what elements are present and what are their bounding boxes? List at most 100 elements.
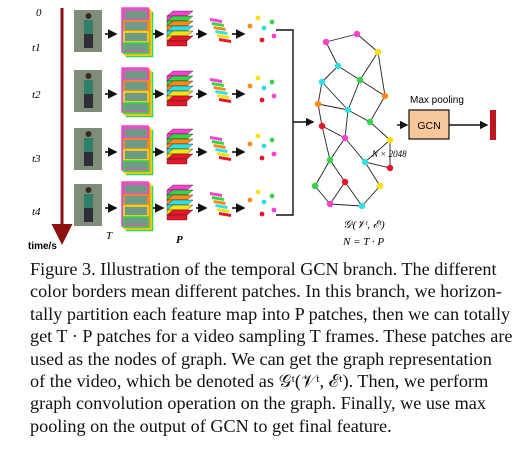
node-dot [271,33,277,39]
graph-edge [314,185,331,205]
caption-line-7: graph convolution operation on the graph… [30,393,486,414]
patch-strip [215,204,228,209]
node-dot [261,199,267,205]
feature-block-top [166,128,194,135]
node-dot [247,141,253,147]
frame-row-2 [74,67,277,118]
person-head [85,13,92,19]
node-dot [255,133,261,139]
feature-block [166,214,188,221]
patch-strip [217,208,230,213]
graph-node [318,78,326,86]
node-dot [269,19,275,25]
node-dot [247,197,253,203]
patch-border [123,183,149,195]
node-dot [247,23,253,29]
patch-strip [219,38,231,43]
node-dot [269,137,275,143]
graph-node [386,136,394,144]
patch-strip [210,78,222,83]
graph-edge [369,95,386,123]
graph-node [326,156,334,164]
node-dot [269,193,275,199]
person-legs [84,94,93,108]
patch-strip [219,98,231,103]
patch-border [123,42,149,54]
graph-node [376,182,384,190]
person-head [85,73,92,79]
patch-frame [121,67,149,113]
patch-strip [217,34,230,39]
graph-node [374,48,382,56]
patch-strip [211,140,224,145]
caption-line-4: get T · P patches for a video sampling T… [30,326,513,347]
time-label-t3: t3 [32,153,41,165]
feature-block-top [166,184,194,191]
graph-edge [321,65,339,83]
feature-block [166,100,188,107]
graph-edge [347,79,361,111]
dim-label: N × 2048 [371,149,407,159]
node-dot [261,143,267,149]
feature-block [166,158,188,165]
graph-edge [329,137,346,161]
node-dot [271,151,277,157]
person-head [85,187,92,193]
graph-edge [377,51,386,97]
time-label-t2: t2 [32,89,41,101]
temporal-graph [311,30,394,210]
caption-line-3: tally partition each feature map into P … [30,303,511,324]
patch-strip [217,152,230,157]
node-dot [261,85,267,91]
person-figure [84,194,93,208]
merge-bracket [276,29,315,216]
graph-node [326,200,334,208]
node-dot [259,37,265,43]
caption-line-1: Figure 3. Illustration of the temporal G… [30,259,497,279]
patch-strip [219,212,231,217]
time-axis-label: time/s [28,241,57,252]
patch-strip [219,156,231,161]
frame-row-1 [74,7,277,58]
graph-edge [361,185,381,207]
graph-edge [364,139,391,163]
node-dot [271,93,277,99]
node-dot [271,207,277,213]
caption-line-5: used as the nodes of graph. We can get t… [30,348,492,369]
graph-edge [321,81,349,111]
patch-strip [213,144,226,149]
person-head [85,131,92,137]
frame-row-3 [74,125,277,176]
patch-border [123,102,149,114]
graph-edge [337,65,361,81]
patch-border [123,149,149,161]
patch-border [123,91,149,103]
patch-border [123,216,149,228]
max-pooling-label: Max pooling [410,95,464,106]
node-dot [255,15,261,21]
graph-node [311,182,319,190]
gcn-box [408,109,450,140]
patch-border [123,20,149,32]
graph-edge [347,109,371,123]
feature-block [166,40,188,47]
graph-node [344,106,352,114]
graph-edge [325,41,339,67]
graph-edge [329,181,346,205]
graph-edge [359,79,386,97]
graph-edge [364,161,391,169]
node-dot [259,211,265,217]
person-legs [84,34,93,48]
person-legs [84,152,93,166]
graph-edge [317,103,323,127]
feature-block-top [166,70,194,77]
patch-frame [121,7,149,53]
patch-border [123,80,149,92]
patch-border [123,31,149,43]
node-dot [255,189,261,195]
patch-border [123,160,149,172]
patch-border [123,9,149,21]
graph-edge [344,137,366,163]
graph-edge [329,203,363,207]
patch-strip [210,136,222,141]
